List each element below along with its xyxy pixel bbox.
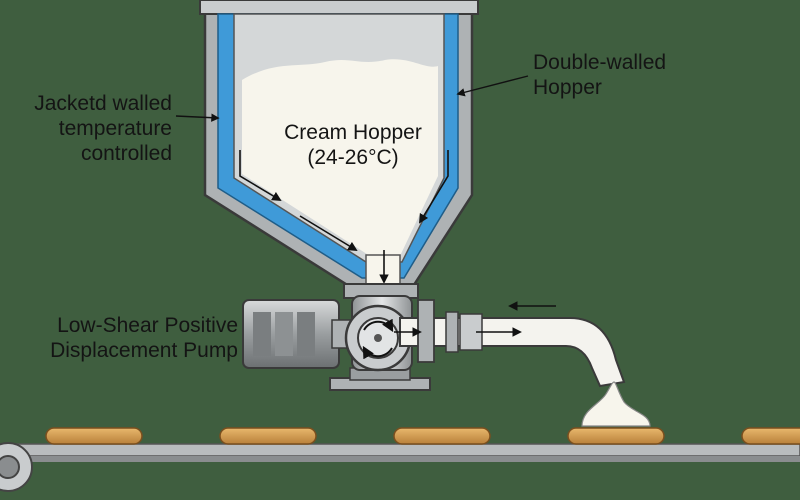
cookie (741, 427, 800, 445)
arrow-icon (239, 150, 449, 284)
cookie (567, 427, 665, 445)
cookie (219, 427, 317, 445)
cookie (45, 427, 143, 445)
pump-motor (242, 299, 353, 369)
roller-icon (0, 442, 33, 492)
label-jacketed-wall: Jacketd walled temperature controlled (34, 92, 172, 165)
discharge-pipe (399, 299, 626, 388)
hopper-rim (199, 0, 479, 15)
leader-lines (175, 75, 529, 122)
label-pump: Low-Shear Positive Displacement Pump (50, 314, 238, 362)
conveyor-belt (0, 443, 800, 462)
cookie (393, 427, 491, 445)
label-cream-hopper: Cream Hopper (24-26°C) (284, 121, 422, 169)
cookies (45, 427, 800, 445)
arrow-icon (394, 301, 556, 337)
cream-dollop (581, 381, 651, 427)
label-double-walled-hopper: Double-walled Hopper (533, 51, 667, 99)
hopper-cream (242, 59, 438, 256)
